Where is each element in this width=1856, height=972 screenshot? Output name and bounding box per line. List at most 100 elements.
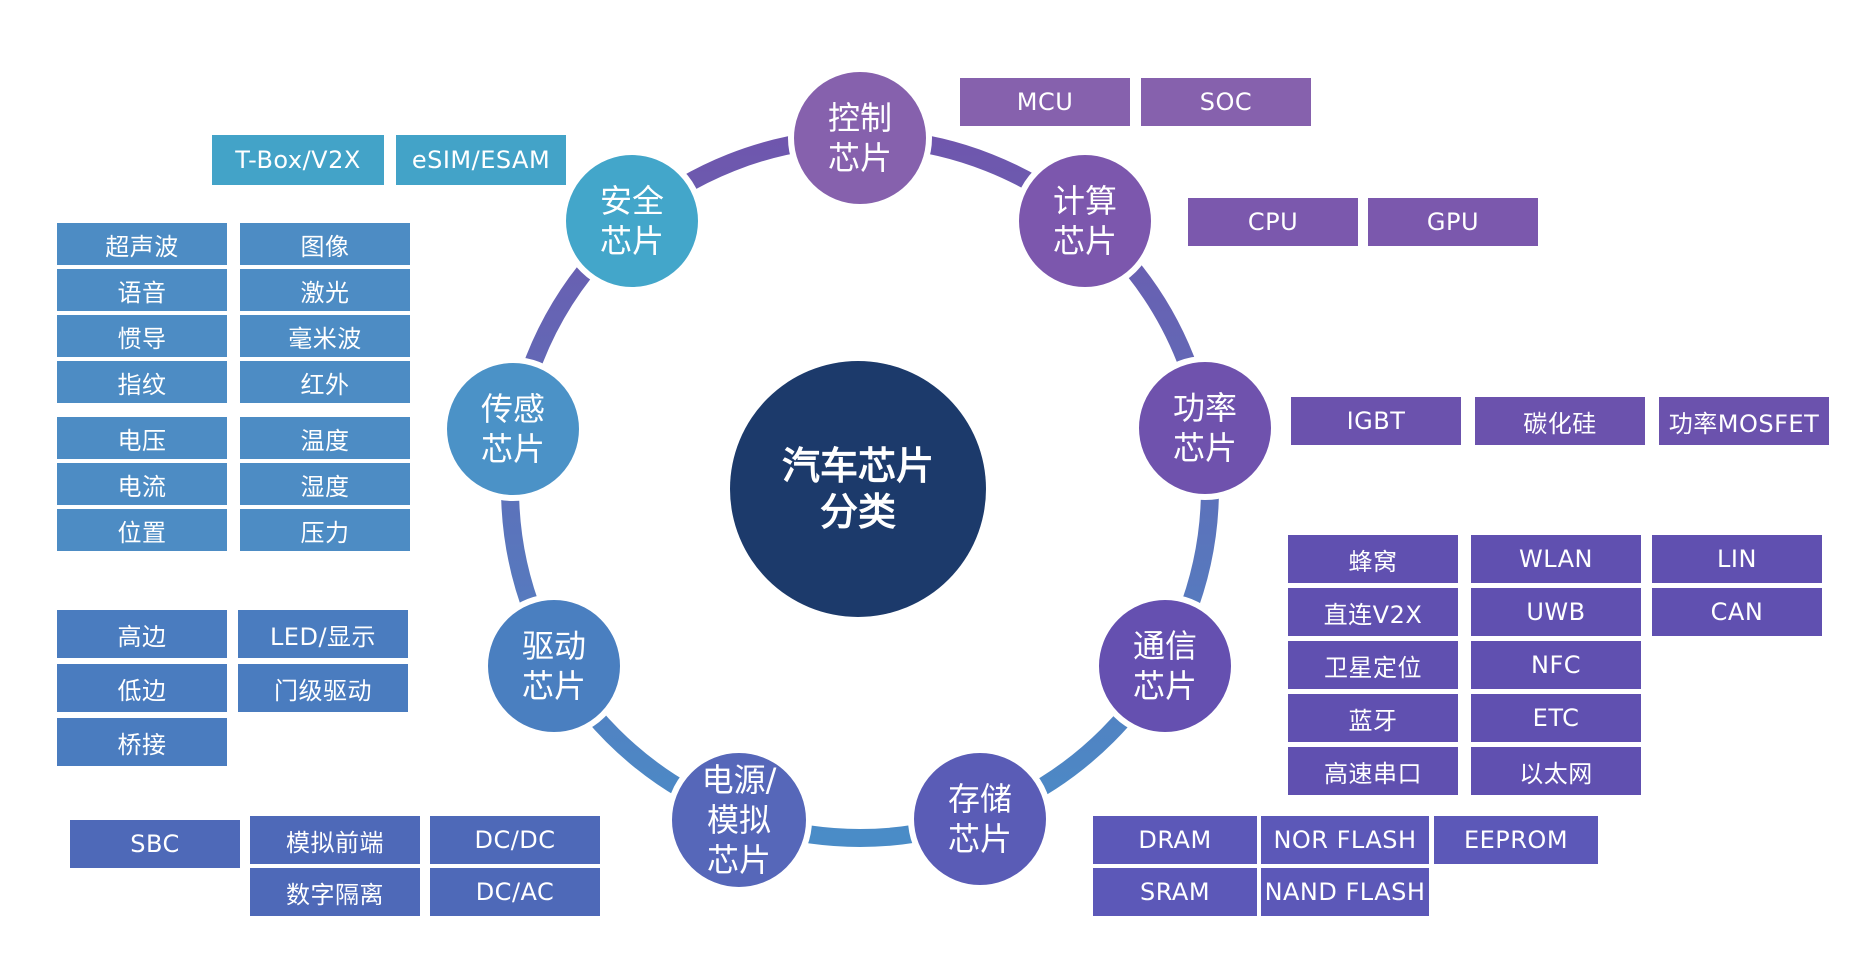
box-gpu-label: GPU bbox=[1426, 208, 1480, 236]
box-nand-flash[interactable]: NAND FLASH bbox=[1261, 868, 1429, 916]
box-sbc[interactable]: SBC bbox=[70, 820, 240, 868]
box-infrared[interactable]: 红外 bbox=[240, 361, 410, 403]
box-mcu-label: MCU bbox=[1016, 88, 1074, 116]
box-sic[interactable]: 碳化硅 bbox=[1475, 397, 1645, 445]
box-high-side-label: 高边 bbox=[117, 622, 167, 651]
box-low-side[interactable]: 低边 bbox=[57, 664, 227, 712]
node-sense-label: 传感 芯片 bbox=[480, 390, 545, 468]
box-temperature[interactable]: 温度 bbox=[240, 417, 410, 459]
node-power[interactable]: 功率 芯片 bbox=[1133, 356, 1277, 500]
box-humidity[interactable]: 湿度 bbox=[240, 463, 410, 505]
box-dcac-label: DC/AC bbox=[475, 878, 555, 906]
box-voltage[interactable]: 电压 bbox=[57, 417, 227, 459]
box-etc-label: ETC bbox=[1532, 704, 1580, 732]
node-storage-label: 存储 芯片 bbox=[947, 780, 1012, 858]
box-pressure[interactable]: 压力 bbox=[240, 509, 410, 551]
box-low-side-label: 低边 bbox=[117, 676, 167, 705]
box-cellular[interactable]: 蜂窝 bbox=[1288, 535, 1458, 583]
box-esim-label: eSIM/ESAM bbox=[411, 146, 551, 174]
box-esim[interactable]: eSIM/ESAM bbox=[396, 135, 566, 185]
box-gpu[interactable]: GPU bbox=[1368, 198, 1538, 246]
box-mosfet[interactable]: 功率MOSFET bbox=[1659, 397, 1829, 445]
box-fingerprint[interactable]: 指纹 bbox=[57, 361, 227, 403]
box-nor-flash[interactable]: NOR FLASH bbox=[1261, 816, 1429, 864]
node-security[interactable]: 安全 芯片 bbox=[560, 149, 704, 293]
box-igbt[interactable]: IGBT bbox=[1291, 397, 1461, 445]
box-can[interactable]: CAN bbox=[1652, 588, 1822, 636]
box-uwb[interactable]: UWB bbox=[1471, 588, 1641, 636]
node-drive[interactable]: 驱动 芯片 bbox=[482, 594, 626, 738]
box-voice[interactable]: 语音 bbox=[57, 269, 227, 311]
box-radar[interactable]: 毫米波 bbox=[240, 315, 410, 357]
box-lidar-label: 激光 bbox=[300, 278, 350, 307]
box-mcu[interactable]: MCU bbox=[960, 78, 1130, 126]
box-tbox[interactable]: T-Box/V2X bbox=[212, 135, 384, 185]
box-serdes-label: 高速串口 bbox=[1324, 759, 1422, 788]
node-comm[interactable]: 通信 芯片 bbox=[1093, 594, 1237, 738]
box-igbt-label: IGBT bbox=[1346, 407, 1406, 435]
box-ultrasonic[interactable]: 超声波 bbox=[57, 223, 227, 265]
box-cpu-label: CPU bbox=[1247, 208, 1299, 236]
box-high-side[interactable]: 高边 bbox=[57, 610, 227, 658]
box-v2x[interactable]: 直连V2X bbox=[1288, 588, 1458, 636]
box-cpu[interactable]: CPU bbox=[1188, 198, 1358, 246]
box-mosfet-label: 功率MOSFET bbox=[1668, 409, 1820, 438]
box-position[interactable]: 位置 bbox=[57, 509, 227, 551]
box-bridge-label: 桥接 bbox=[117, 730, 167, 759]
center-label: 汽车芯片 分类 bbox=[781, 444, 934, 534]
box-afe[interactable]: 模拟前端 bbox=[250, 816, 420, 864]
node-analog[interactable]: 电源/ 模拟 芯片 bbox=[666, 747, 812, 893]
box-gnss-label: 卫星定位 bbox=[1324, 653, 1422, 682]
box-infrared-label: 红外 bbox=[300, 370, 350, 399]
box-gate-driver-label: 门级驱动 bbox=[274, 676, 372, 705]
box-nfc[interactable]: NFC bbox=[1471, 641, 1641, 689]
box-can-label: CAN bbox=[1710, 598, 1764, 626]
node-security-label: 安全 芯片 bbox=[599, 182, 664, 260]
box-dcac[interactable]: DC/AC bbox=[430, 868, 600, 916]
box-lin[interactable]: LIN bbox=[1652, 535, 1822, 583]
node-compute[interactable]: 计算 芯片 bbox=[1013, 149, 1157, 293]
box-voice-label: 语音 bbox=[117, 278, 167, 307]
box-humidity-label: 湿度 bbox=[300, 472, 350, 501]
node-control[interactable]: 控制 芯片 bbox=[788, 66, 932, 210]
box-afe-label: 模拟前端 bbox=[286, 828, 384, 857]
box-sic-label: 碳化硅 bbox=[1523, 409, 1597, 438]
box-temperature-label: 温度 bbox=[300, 426, 350, 455]
box-eeprom[interactable]: EEPROM bbox=[1434, 816, 1598, 864]
box-sram[interactable]: SRAM bbox=[1093, 868, 1257, 916]
box-image[interactable]: 图像 bbox=[240, 223, 410, 265]
box-serdes[interactable]: 高速串口 bbox=[1288, 747, 1458, 795]
box-isolator[interactable]: 数字隔离 bbox=[250, 868, 420, 916]
box-pressure-label: 压力 bbox=[300, 518, 350, 547]
box-ethernet[interactable]: 以太网 bbox=[1471, 747, 1641, 795]
box-led-display[interactable]: LED/显示 bbox=[238, 610, 408, 658]
box-current[interactable]: 电流 bbox=[57, 463, 227, 505]
box-voltage-label: 电压 bbox=[117, 426, 167, 455]
box-led-display-label: LED/显示 bbox=[269, 622, 377, 651]
box-dcdc[interactable]: DC/DC bbox=[430, 816, 600, 864]
box-current-label: 电流 bbox=[117, 472, 167, 501]
box-sram-label: SRAM bbox=[1139, 878, 1211, 906]
box-wlan-label: WLAN bbox=[1518, 545, 1594, 573]
box-etc[interactable]: ETC bbox=[1471, 694, 1641, 742]
box-tbox-label: T-Box/V2X bbox=[235, 146, 361, 174]
box-uwb-label: UWB bbox=[1526, 598, 1586, 626]
node-storage[interactable]: 存储 芯片 bbox=[908, 747, 1052, 891]
box-fingerprint-label: 指纹 bbox=[117, 370, 167, 399]
box-gnss[interactable]: 卫星定位 bbox=[1288, 641, 1458, 689]
box-bluetooth[interactable]: 蓝牙 bbox=[1288, 694, 1458, 742]
node-power-label: 功率 芯片 bbox=[1172, 389, 1237, 467]
box-nand-flash-label: NAND FLASH bbox=[1264, 878, 1426, 906]
box-lidar[interactable]: 激光 bbox=[240, 269, 410, 311]
box-gate-driver[interactable]: 门级驱动 bbox=[238, 664, 408, 712]
box-radar-label: 毫米波 bbox=[288, 324, 362, 353]
node-sense[interactable]: 传感 芯片 bbox=[441, 357, 585, 501]
box-bridge[interactable]: 桥接 bbox=[57, 718, 227, 766]
box-ethernet-label: 以太网 bbox=[1519, 759, 1593, 788]
box-dram[interactable]: DRAM bbox=[1093, 816, 1257, 864]
box-position-label: 位置 bbox=[117, 518, 167, 547]
box-lin-label: LIN bbox=[1717, 545, 1757, 573]
box-imu[interactable]: 惯导 bbox=[57, 315, 227, 357]
box-soc[interactable]: SOC bbox=[1141, 78, 1311, 126]
box-wlan[interactable]: WLAN bbox=[1471, 535, 1641, 583]
